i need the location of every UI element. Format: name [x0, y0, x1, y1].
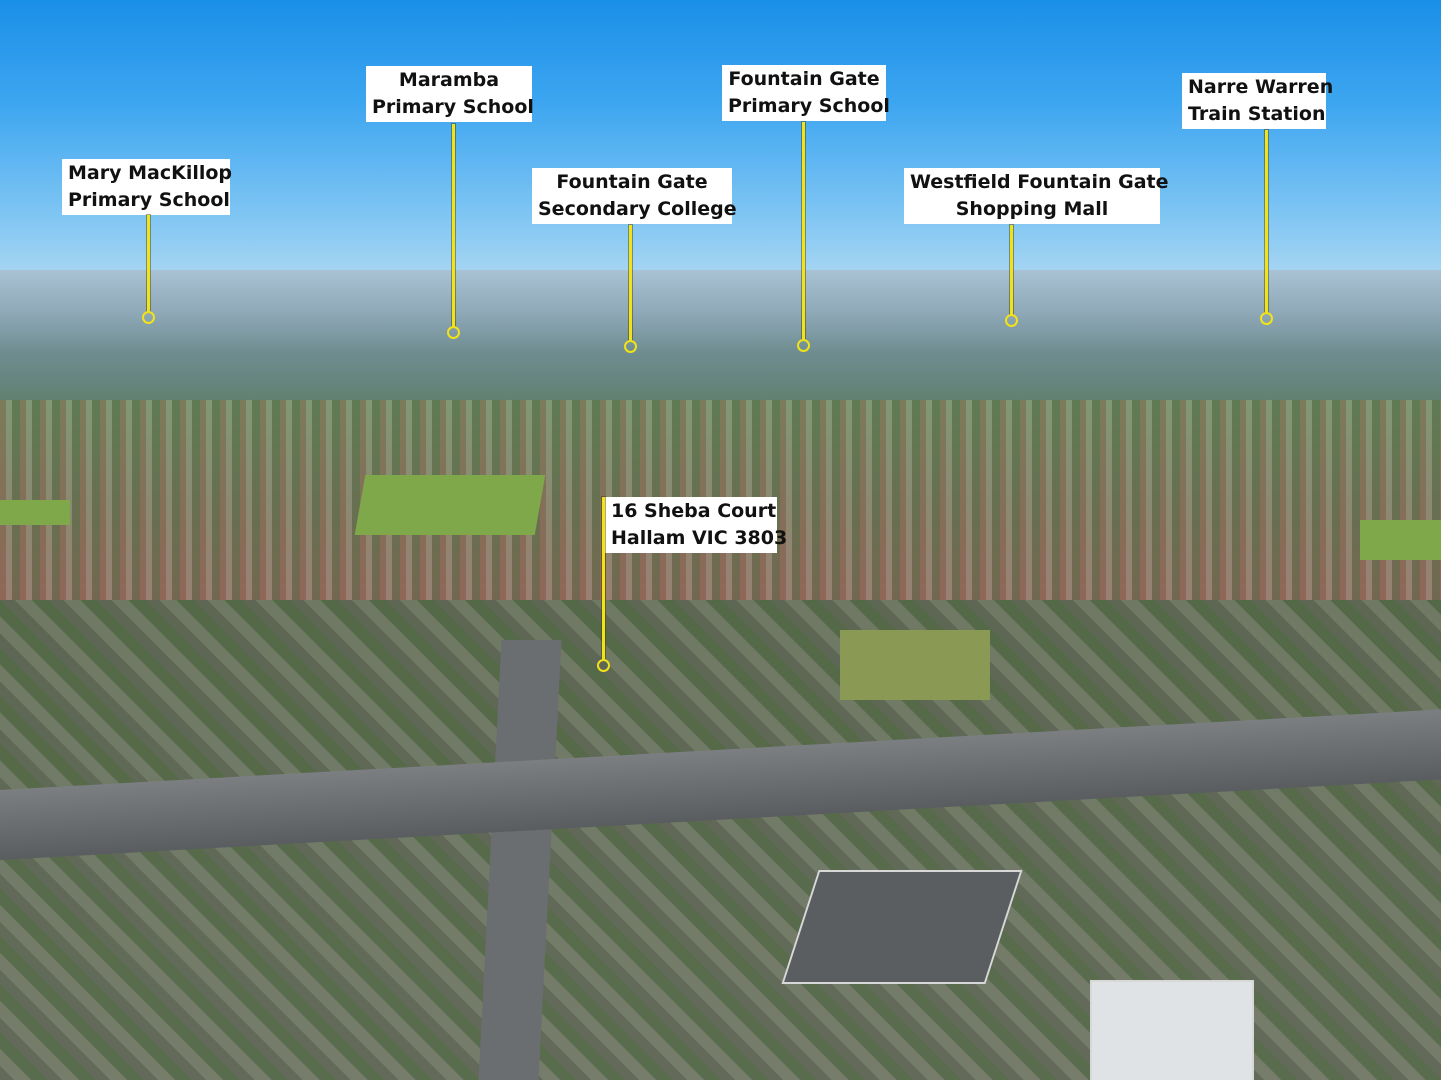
landmark-label-fountain-gate-secondary: Fountain Gate Secondary College: [532, 168, 737, 224]
pin-line: [629, 225, 632, 341]
label-line-1: Mary MacKillop: [68, 162, 233, 184]
pin-marker-icon: [1260, 312, 1273, 325]
label-line-1: Narre Warren: [1188, 76, 1334, 98]
sky: [0, 0, 1441, 300]
green-field-right: [1360, 520, 1441, 560]
landmark-label-westfield: Westfield Fountain Gate Shopping Mall: [904, 168, 1169, 224]
label-line-2: Train Station: [1188, 103, 1326, 125]
label-line-1: Maramba: [398, 69, 500, 91]
pin-marker-icon: [1005, 314, 1018, 327]
vacant-lot: [840, 630, 990, 700]
petrol-station-canopy: [781, 870, 1023, 984]
subject-pin-marker-icon: [597, 659, 610, 672]
label-line-1: Fountain Gate: [556, 171, 708, 193]
label-line-1: Fountain Gate: [728, 68, 880, 90]
pin-line: [452, 124, 455, 327]
label-line-2: Hallam VIC 3803: [611, 527, 788, 549]
pin-marker-icon: [447, 326, 460, 339]
landmark-label-narre-warren-station: Narre Warren Train Station: [1182, 73, 1334, 129]
label-line-2: Primary School: [68, 189, 230, 211]
subject-pin-line: [602, 497, 605, 660]
green-field-left: [0, 500, 70, 525]
label-line-2: Secondary College: [538, 198, 737, 220]
distant-hills: [0, 270, 1441, 410]
pin-line: [147, 215, 150, 312]
landmark-label-fountain-gate-primary: Fountain Gate Primary School: [722, 65, 890, 121]
landmark-label-mary-mackillop: Mary MacKillop Primary School: [62, 159, 233, 215]
label-line-1: Westfield Fountain Gate: [910, 171, 1169, 193]
pin-marker-icon: [142, 311, 155, 324]
label-line-2: Primary School: [372, 96, 534, 118]
pin-marker-icon: [797, 339, 810, 352]
landmark-label-maramba: Maramba Primary School: [366, 66, 534, 122]
label-line-2: Shopping Mall: [955, 198, 1109, 220]
warehouse-roof: [1090, 980, 1254, 1080]
label-line-2: Primary School: [728, 95, 890, 117]
pin-line: [1265, 130, 1268, 313]
pin-marker-icon: [624, 340, 637, 353]
pin-line: [1010, 225, 1013, 315]
green-field: [354, 475, 546, 535]
label-line-1: 16 Sheba Court: [611, 500, 777, 522]
pin-line: [802, 122, 805, 340]
subject-property-label: 16 Sheba Court Hallam VIC 3803: [605, 497, 788, 553]
